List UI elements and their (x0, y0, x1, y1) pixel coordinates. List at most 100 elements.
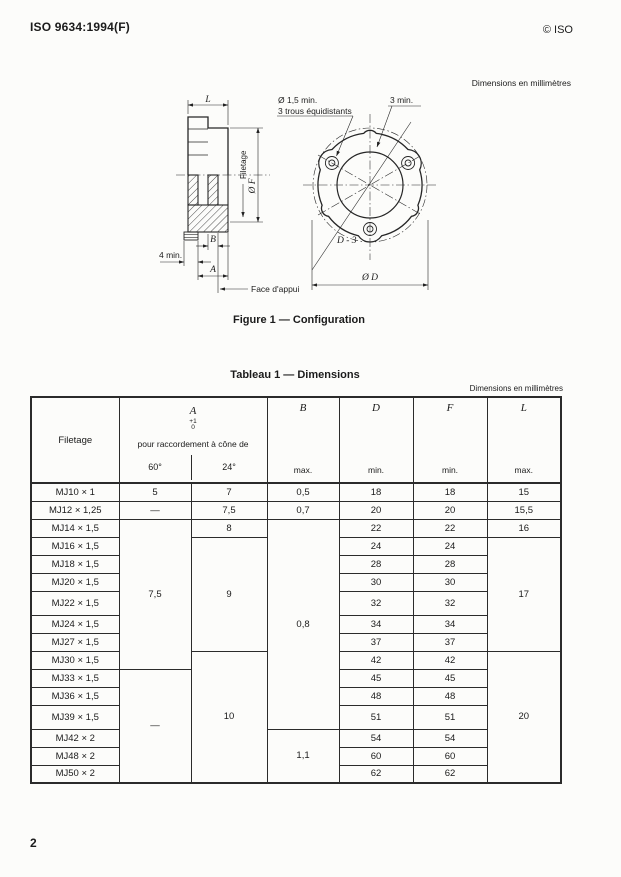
table-row: MJ48 × 2 60 60 (30, 746, 561, 766)
header-a-note: pour raccordement à cône de (137, 438, 249, 449)
header-cone-angles: 60° 24° (120, 454, 267, 480)
f-cell: 37 (412, 632, 488, 652)
d-cell: 24 (338, 536, 414, 556)
figure-drawing: L Filetage Ø F B 4 min. A Face d'appui (159, 95, 437, 294)
d-cell: 42 (338, 650, 414, 670)
table-row: MJ27 × 1,5 37 37 (30, 632, 561, 652)
l-cell: 17 (486, 536, 562, 652)
f-cell: 54 (412, 728, 488, 748)
page-number: 2 (30, 836, 37, 850)
header-a-tolerance: +1 0 (189, 417, 197, 431)
f-cell: 51 (412, 704, 488, 730)
table-row: MJ36 × 1,5 48 48 (30, 686, 561, 706)
f-cell: 18 (412, 482, 488, 502)
table-row: MJ24 × 1,5 34 34 (30, 614, 561, 634)
label-hole-diameter: Ø 1,5 min. (278, 95, 317, 105)
d-cell: 62 (338, 764, 414, 784)
thread-size-cell: MJ10 × 1 (30, 482, 120, 502)
a60-cell: 5 (118, 482, 192, 502)
d-cell: 45 (338, 668, 414, 688)
d-cell: 30 (338, 572, 414, 592)
a60-cell: — (118, 500, 192, 520)
f-cell: 42 (412, 650, 488, 670)
l-cell: 15,5 (486, 500, 562, 520)
table-row: MJ10 × 1 5 7 0,5 18 18 15 (30, 482, 562, 502)
label-four-min: 4 min. (159, 250, 182, 260)
document-reference: ISO 9634:1994(F) (30, 20, 130, 34)
b-cell: 1,1 (266, 728, 340, 784)
table-row: MJ16 × 1,5 9 24 24 17 (30, 536, 562, 652)
header-filetage: Filetage (30, 396, 120, 484)
d-cell: 37 (338, 632, 414, 652)
a24-cell: 9 (190, 536, 268, 652)
thread-size-cell: MJ18 × 1,5 (30, 554, 120, 574)
table-units-note: Dimensions en millimètres (469, 384, 563, 393)
f-cell: 32 (412, 590, 488, 616)
table-title: Tableau 1 — Dimensions (230, 369, 360, 381)
a24-cell: 8 (190, 518, 268, 538)
d-cell: 22 (338, 518, 414, 538)
f-cell: 60 (412, 746, 488, 766)
d-cell: 60 (338, 746, 414, 766)
thread-size-cell: MJ30 × 1,5 (30, 650, 120, 670)
d-cell: 20 (338, 500, 414, 520)
a24-cell: 7,5 (190, 500, 268, 520)
table-row: MJ18 × 1,5 28 28 (30, 554, 561, 574)
f-cell: 34 (412, 614, 488, 634)
thread-size-cell: MJ27 × 1,5 (30, 632, 120, 652)
label-pitch-circle: D - 3 (336, 236, 357, 246)
thread-size-cell: MJ36 × 1,5 (30, 686, 120, 706)
a60-cell: 7,5 (118, 518, 192, 670)
d-cell: 28 (338, 554, 414, 574)
l-cell: 15 (486, 482, 562, 502)
table-row: MJ14 × 1,5 7,5 8 0,8 22 22 16 (30, 518, 562, 730)
thread-size-cell: MJ20 × 1,5 (30, 572, 120, 592)
f-cell: 30 (412, 572, 488, 592)
label-diameter-d: Ø D (361, 273, 378, 283)
d-cell: 48 (338, 686, 414, 706)
thread-size-cell: MJ12 × 1,25 (30, 500, 120, 520)
thread-size-cell: MJ24 × 1,5 (30, 614, 120, 634)
b-cell: 0,7 (266, 500, 340, 520)
a60-cell: — (118, 668, 192, 784)
thread-size-cell: MJ14 × 1,5 (30, 518, 120, 538)
d-cell: 18 (338, 482, 414, 502)
f-cell: 45 (412, 668, 488, 688)
d-cell: 34 (338, 614, 414, 634)
label-rim-thickness: 3 min. (390, 95, 413, 105)
thread-size-cell: MJ39 × 1,5 (30, 704, 120, 730)
f-cell: 20 (412, 500, 488, 520)
label-bearing-face: Face d'appui (251, 284, 300, 294)
thread-size-cell: MJ33 × 1,5 (30, 668, 120, 688)
label-filetage: Filetage (239, 150, 248, 179)
a24-cell: 7 (190, 482, 268, 502)
front-view-drawing (277, 105, 437, 290)
b-cell: 0,8 (266, 518, 340, 730)
side-view-drawing (160, 100, 270, 293)
header-a-group: A +1 0 pour raccordement à cône de 60° 2… (118, 396, 268, 484)
label-dim-a: A (209, 265, 216, 275)
table-row: MJ39 × 1,5 51 51 (30, 704, 561, 730)
table-row: MJ12 × 1,25 — 7,5 0,7 20 20 15,5 (30, 500, 562, 520)
f-cell: 24 (412, 536, 488, 556)
copyright-notice: © ISO (542, 24, 573, 36)
table-row: MJ42 × 2 1,1 54 54 (30, 728, 561, 784)
header-60deg: 60° (148, 462, 162, 472)
f-cell: 48 (412, 686, 488, 706)
b-cell: 0,5 (266, 482, 340, 502)
thread-size-cell: MJ22 × 1,5 (30, 590, 120, 616)
f-cell: 62 (412, 764, 488, 784)
d-cell: 51 (338, 704, 414, 730)
table-header-row: Filetage A +1 0 pour raccordement à cône… (30, 396, 562, 484)
l-cell: 20 (486, 650, 562, 784)
d-cell: 32 (338, 590, 414, 616)
figure-caption: Figure 1 — Configuration (233, 314, 365, 326)
header-24deg: 24° (190, 454, 267, 480)
table-row: MJ22 × 1,5 32 32 (30, 590, 561, 616)
f-cell: 22 (412, 518, 488, 538)
label-holes-note: 3 trous équidistants (278, 106, 352, 116)
figure-units-note: Dimensions en millimètres (471, 78, 571, 88)
